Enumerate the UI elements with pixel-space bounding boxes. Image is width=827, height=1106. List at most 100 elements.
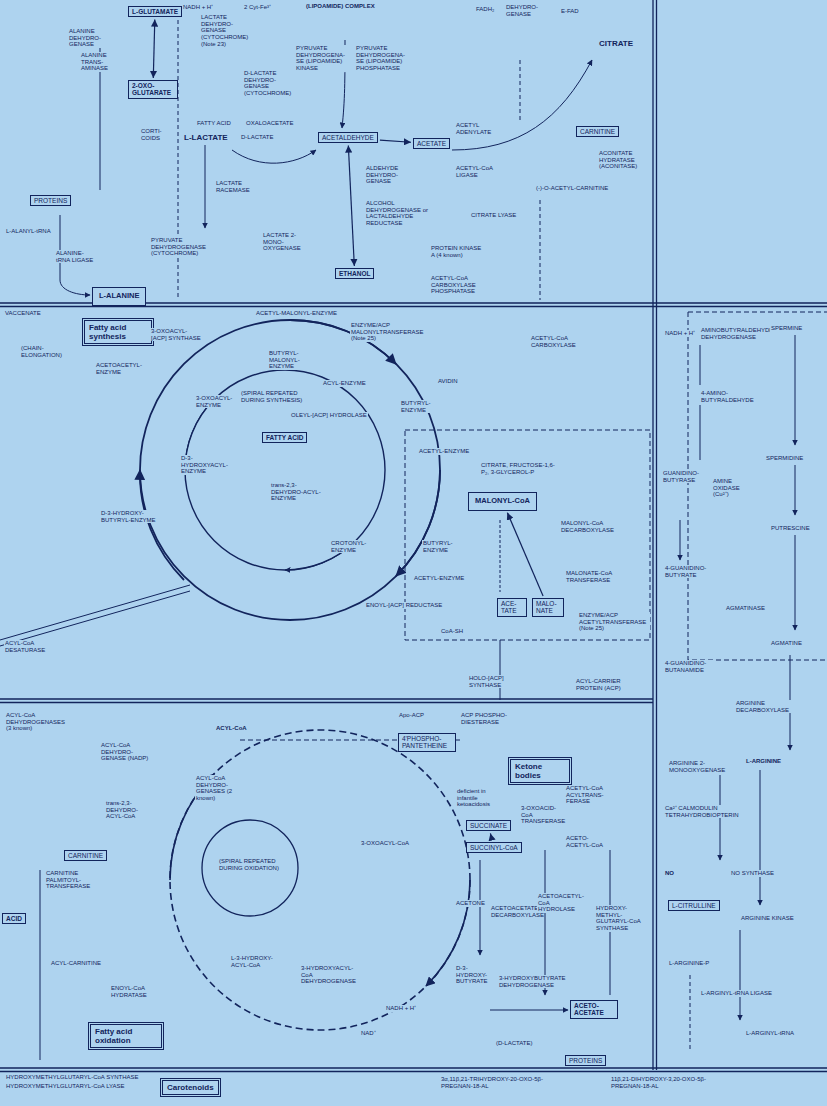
pathway-label: NADH + H⁺	[664, 330, 696, 337]
node-text: ACETO-ACETATE	[574, 1002, 614, 1017]
pathway-label: ACETYL-ENZYME	[418, 448, 470, 455]
pathway-line	[795, 465, 796, 515]
pathway-label: 4-GUANIDINO-BUTYRATE	[664, 565, 711, 578]
region-border	[0, 0, 827, 1072]
pathway-line	[680, 345, 700, 560]
pathway-label: CARNITINE PALMITOYL-TRANSFERASE	[45, 870, 92, 890]
cycle-arrow	[396, 470, 440, 576]
pathway-label: 4-AMINO-BUTYRALDEHYDE	[700, 390, 747, 403]
node-text: SUCCINYL-CoA	[470, 844, 518, 851]
metabolite-box: CARNITINE	[64, 850, 107, 861]
pathway-label: L-ARGININE	[745, 758, 782, 765]
node-text: 4'PHOSPHO-PANTETHEINE	[402, 735, 452, 750]
node-text: Carotenoids	[167, 1083, 214, 1092]
pathway-label: (D-LACTATE)	[495, 1040, 533, 1047]
pathway-label: D-3-HYDROXYACYL-ENZYME	[180, 455, 237, 475]
pathway-line	[490, 1010, 568, 1011]
pathway-label: ALCOHOL DEHYDROGENASE or LACTALDEHYDE RE…	[365, 200, 437, 227]
node-text: ACETATE	[417, 140, 446, 147]
pathway-label: 11β,21-DIHYDROXY-3,20-OXO-5β-PREGNAN-18-…	[610, 1076, 732, 1089]
metabolite-box: L-ALANINE	[92, 287, 146, 306]
elongation-line	[0, 585, 190, 646]
pathway-label: ACETYL ADENYLATE	[455, 122, 497, 135]
node-text: PROTEINS	[569, 1057, 602, 1064]
pathway-label: ACYL-CoA DEHYDRO-GENASE (NADP)	[100, 742, 152, 762]
reaction-arrow	[507, 513, 543, 596]
reaction-arrow	[153, 19, 155, 78]
pathway-label: Ca²⁺ CALMODULIN TETRAHYDROBIOPTERIN	[664, 805, 728, 818]
pathway-label: 2 Cyt-Fe³⁺	[243, 4, 272, 11]
metabolite-box: SUCCINYL-CoA	[466, 842, 522, 853]
pathway-label: ALANINE-tRNA LIGASE	[55, 250, 97, 263]
pathway-label: (SPIRAL REPEATED DURING SYNTHESIS)	[240, 390, 304, 403]
pathway-label: ACYL-CARNITINE	[50, 960, 102, 967]
pathway-label: ARGININE 2-MONOOXYGENASE	[668, 760, 725, 773]
node-text: MALONYL-CoA	[475, 497, 530, 506]
pathway-line	[452, 60, 592, 150]
pathway-label: AVIDIN	[437, 378, 459, 385]
reaction-arrow	[348, 145, 354, 266]
pathway-line	[40, 870, 41, 1060]
pathway-frame	[688, 312, 827, 660]
pathway-label: OLEYL-[ACP] HYDROLASE	[290, 412, 368, 419]
pathway-label: D-LACTATE DEHYDRO-GENASE (CYTOCHROME)	[243, 70, 289, 97]
cycle-arrow	[140, 470, 184, 580]
node-text: L-CITRULLINE	[672, 902, 716, 909]
pathway-label: ACYL-CoA DEHYDROGENASES (3 known)	[5, 712, 67, 732]
metabolite-box: SUCCINATE	[466, 820, 511, 831]
pathway-label: CITRATE LYASE	[470, 212, 517, 219]
pathway-label: L-ALANYL-tRNA	[5, 228, 52, 235]
pathway-label: ACETO-ACETYL-CoA	[565, 835, 607, 848]
reaction-arrow	[490, 833, 492, 840]
metabolite-box: Carotenoids	[160, 1078, 221, 1097]
pathway-label: NADH + H⁺	[385, 1005, 417, 1012]
pathway-label: SPERMIDINE	[765, 455, 804, 462]
pathway-line	[545, 850, 546, 995]
metabolite-box: ETHANOL	[335, 268, 374, 279]
pathway-label: ACYL-CoA	[215, 725, 248, 732]
region-border	[0, 699, 653, 703]
pathway-label: BUTYRYL-MALONYL-ENZYME	[268, 350, 325, 370]
metabolite-box: ACE-TATE	[497, 598, 527, 617]
pathway-label: ACETYL-CoA LIGASE	[455, 165, 497, 178]
metabolite-box: PROTEINS	[565, 1055, 606, 1066]
pathway-label: AGMATINASE	[725, 605, 766, 612]
metabolite-box: MALO-NATE	[532, 598, 564, 617]
node-text: L-ALANINE	[99, 292, 139, 301]
metabolite-box: L-CITRULLINE	[668, 900, 720, 911]
node-text: PROTEINS	[34, 197, 67, 204]
node-text: FATTY ACID	[266, 434, 303, 441]
pathway-label: ARGININE DECARBOXYLASE	[735, 700, 792, 713]
pathway-label: D-LACTATE	[240, 134, 274, 141]
pathway-label: PYRUVATE DEHYDROGENASE (CYTOCHROME)	[150, 237, 212, 257]
pathway-label: Apo-ACP	[398, 712, 425, 719]
pathway-line	[500, 520, 501, 592]
pathway-label: DEHYDRO-GENASE	[505, 4, 543, 17]
pathway-label: HYDROXYMETHYLGLUTARYL-CoA LYASE	[5, 1083, 126, 1090]
pathway-label: GUANIDINO-BUTYRASE	[662, 470, 709, 483]
pathway-label: VACCENATE	[4, 310, 42, 317]
pathway-label: ACETYL-CoA CARBOXYLASE	[530, 335, 587, 348]
pathway-label: NAD⁺	[360, 1030, 377, 1037]
node-text: L-GLUTAMATE	[132, 8, 178, 15]
pathway-line	[178, 20, 179, 300]
pathway-label: ACETYL-ENZYME	[413, 575, 465, 582]
node-text: Fatty acid synthesis	[89, 323, 147, 341]
pathway-label: 3-HYDROXYACYL-CoA DEHYDROGENASE	[300, 965, 362, 985]
pathway-label: NO	[664, 870, 675, 877]
pathway-label: D-3-HYDROXY-BUTYRYL-ENZYME	[100, 510, 157, 523]
pathway-label: 3-OXOACYL-ENZYME	[195, 395, 242, 408]
pathway-label: PROTEIN KINASE A (4 known)	[430, 245, 487, 258]
pathway-label: ACP PHOSPHO-DIESTERASE	[460, 712, 522, 725]
metabolite-box: L-GLUTAMATE	[128, 6, 182, 17]
metabolite-box: Fatty acid synthesis	[82, 318, 154, 346]
metabolite-box: ACETO-ACETATE	[570, 1000, 618, 1019]
pathway-label: AMINOBUTYRALDEHYDE DEHYDROGENASE	[700, 327, 757, 340]
pathway-label: ACETOACETATE DECARBOXYLASE	[490, 905, 534, 918]
pathway-label: 3-OXOACID-CoA TRANSFERASE	[520, 805, 567, 825]
pathway-label: ACYL-CoA DESATURASE	[4, 640, 46, 653]
pathway-line	[795, 535, 796, 630]
pathway-label: ACETYL-MALONYL-ENZYME	[255, 310, 338, 317]
